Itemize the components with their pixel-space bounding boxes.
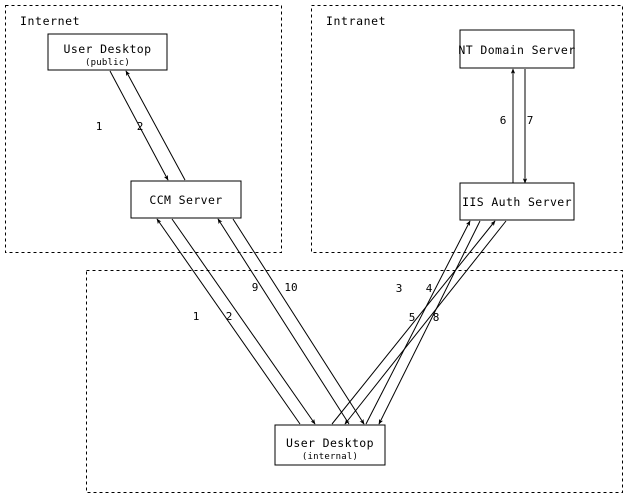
node-iis-auth-server[interactable]: IIS Auth Server (459, 182, 575, 221)
flow-lines (109, 68, 528, 425)
flow-step-label-1-internal: 1 (193, 310, 200, 323)
flow-line-2-public (125, 70, 186, 181)
node-subtitle-user-desktop-internal: (internal) (302, 452, 358, 462)
flow-step-label-10: 10 (284, 281, 297, 294)
flow-line-8 (344, 220, 507, 425)
flow-line-1-internal (156, 218, 301, 425)
flow-step-label-3: 3 (396, 282, 403, 295)
zone-bottom-boundary (86, 270, 623, 493)
node-title-user-desktop-public: User Desktop (64, 42, 152, 56)
node-box-ccm-server[interactable] (130, 180, 242, 219)
node-title-nt-domain-server: NT Domain Server (458, 43, 575, 57)
zone-label-intranet: Intranet (326, 14, 386, 28)
node-box-user-desktop-internal[interactable] (274, 424, 386, 466)
node-box-user-desktop-public[interactable] (47, 33, 168, 71)
node-box-iis-auth-server[interactable] (459, 182, 575, 221)
node-title-ccm-server: CCM Server (149, 193, 222, 207)
node-user-desktop-public[interactable]: User Desktop (public) (47, 33, 168, 71)
flow-step-label-6: 6 (500, 114, 507, 127)
node-ccm-server[interactable]: CCM Server (130, 180, 242, 219)
flow-step-label-5: 5 (409, 311, 416, 324)
zone-boundaries (5, 5, 623, 493)
flow-step-label-4: 4 (426, 282, 433, 295)
node-title-user-desktop-internal: User Desktop (286, 436, 374, 450)
zone-label-internet: Internet (20, 14, 80, 28)
flow-step-label-1-public: 1 (96, 120, 103, 133)
flow-step-labels: 1 2 1 2 3 4 5 6 7 8 9 10 (96, 114, 534, 324)
flow-line-4 (378, 220, 481, 425)
flow-line-1-public (109, 70, 169, 181)
node-subtitle-user-desktop-public: (public) (85, 58, 130, 68)
flow-step-label-7: 7 (527, 114, 534, 127)
flow-line-5 (331, 220, 496, 425)
zone-internet-boundary (5, 5, 282, 253)
flow-line-9 (217, 218, 350, 425)
flow-line-10 (232, 218, 365, 425)
node-user-desktop-internal[interactable]: User Desktop (internal) (274, 424, 386, 466)
flow-step-label-2-internal: 2 (226, 310, 233, 323)
flow-line-2-internal (171, 218, 316, 425)
flow-line-3 (365, 220, 471, 425)
flow-step-label-2-public: 2 (137, 120, 144, 133)
zone-intranet-boundary (311, 5, 623, 253)
node-title-iis-auth-server: IIS Auth Server (462, 195, 572, 209)
flow-step-label-9: 9 (252, 281, 259, 294)
node-box-nt-domain-server[interactable] (459, 29, 575, 69)
node-nt-domain-server[interactable]: NT Domain Server (458, 29, 575, 69)
flow-step-label-8: 8 (433, 311, 440, 324)
